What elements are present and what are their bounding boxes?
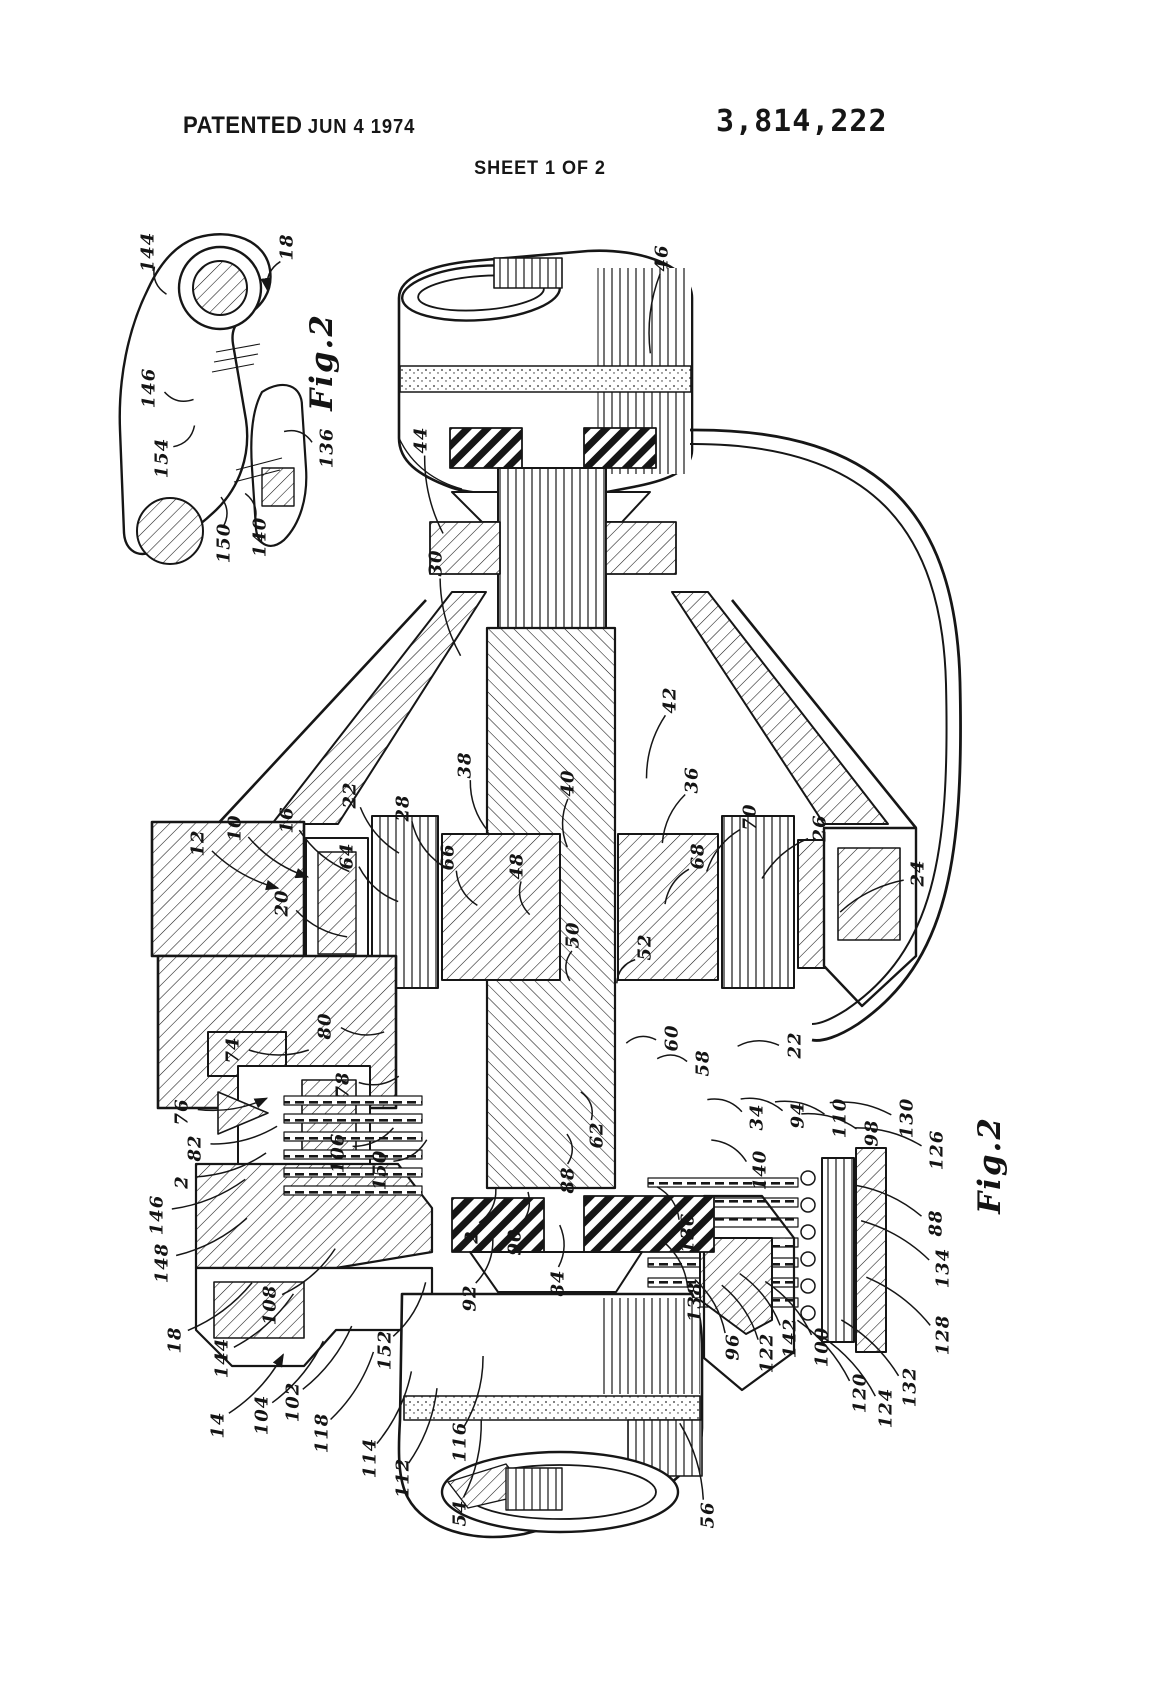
ref-numeral-14: 14: [208, 1411, 229, 1438]
ref-numeral-62: 62: [587, 1121, 608, 1148]
ref-numeral-140: 140: [750, 1150, 771, 1191]
ref-numeral-146: 146: [139, 368, 160, 409]
ref-numeral-52: 52: [635, 933, 656, 960]
ref-numeral-146: 146: [147, 1195, 168, 1236]
ref-numeral-12: 12: [188, 829, 209, 856]
ref-numeral-150: 150: [214, 523, 235, 564]
ref-numeral-138: 138: [685, 1282, 706, 1323]
ref-numeral-98: 98: [862, 1119, 883, 1146]
ref-numeral-30: 30: [426, 549, 447, 576]
figure-label-2: Fig.2: [972, 1116, 1008, 1214]
ref-numeral-124: 124: [876, 1388, 897, 1429]
ref-numeral-106: 106: [328, 1133, 349, 1174]
ref-numeral-104: 104: [252, 1395, 273, 1436]
ref-numeral-114: 114: [360, 1438, 381, 1479]
figure-label-1: Fig.2: [304, 313, 340, 411]
ref-numeral-34: 34: [747, 1103, 768, 1130]
ref-numeral-122: 122: [757, 1333, 778, 1374]
ref-numeral-134: 134: [933, 1248, 954, 1289]
ref-numeral-22: 22: [340, 781, 361, 808]
ref-numeral-64: 64: [337, 842, 358, 869]
ref-numeral-136: 136: [678, 1213, 699, 1254]
ref-numeral-58: 58: [693, 1049, 714, 1076]
ref-numeral-88: 88: [558, 1166, 579, 1193]
ref-numeral-102: 102: [283, 1382, 304, 1423]
ref-numeral-132: 132: [900, 1367, 921, 1408]
ref-numeral-50: 50: [563, 921, 584, 948]
ref-numeral-26: 26: [810, 814, 831, 841]
ref-numeral-46: 46: [652, 244, 673, 271]
ref-numeral-94: 94: [788, 1101, 809, 1128]
ref-numeral-42: 42: [660, 686, 681, 713]
ref-numeral-76: 76: [172, 1098, 193, 1125]
ref-numeral-120: 120: [850, 1373, 871, 1414]
ref-numeral-36: 36: [682, 766, 703, 793]
ref-numeral-22: 22: [785, 1031, 806, 1058]
ref-numeral-66: 66: [438, 843, 459, 870]
ref-numeral-82: 82: [185, 1134, 206, 1161]
ref-numeral-88: 88: [926, 1209, 947, 1236]
ref-numeral-20: 20: [272, 889, 293, 916]
ref-numeral-18: 18: [277, 233, 298, 260]
ref-numeral-2: 2: [462, 1230, 483, 1244]
ref-numeral-144: 144: [138, 232, 159, 273]
ref-numeral-54: 54: [450, 1499, 471, 1526]
ref-numeral-48: 48: [507, 852, 528, 879]
ref-numeral-16: 16: [277, 806, 298, 833]
ref-numeral-80: 80: [315, 1012, 336, 1039]
ref-numeral-38: 38: [455, 751, 476, 778]
ref-numeral-152: 152: [375, 1330, 396, 1371]
ref-numeral-118: 118: [312, 1413, 333, 1454]
ref-numeral-154: 154: [152, 438, 173, 479]
ref-numeral-112: 112: [393, 1458, 414, 1499]
ref-numeral-96: 96: [723, 1333, 744, 1360]
ref-numeral-74: 74: [223, 1036, 244, 1063]
ref-numeral-78: 78: [333, 1071, 354, 1098]
ref-numeral-68: 68: [688, 842, 709, 869]
ref-numeral-44: 44: [411, 426, 432, 453]
ref-numeral-148: 148: [152, 1243, 173, 1284]
ref-numeral-24: 24: [908, 859, 929, 886]
ref-numeral-116: 116: [450, 1422, 471, 1463]
ref-numeral-18: 18: [165, 1326, 186, 1353]
ref-numeral-92: 92: [460, 1284, 481, 1311]
ref-numeral-100: 100: [812, 1327, 833, 1368]
ref-numeral-128: 128: [933, 1315, 954, 1356]
ref-numeral-130: 130: [897, 1098, 918, 1139]
ref-numeral-2: 2: [172, 1175, 193, 1189]
ref-numeral-90: 90: [505, 1228, 526, 1255]
ref-numeral-56: 56: [698, 1501, 719, 1528]
ref-numeral-40: 40: [558, 769, 579, 796]
ref-numeral-60: 60: [662, 1024, 683, 1051]
ref-numeral-108: 108: [260, 1285, 281, 1326]
ref-numeral-136: 136: [317, 428, 338, 469]
ref-numeral-84: 84: [548, 1269, 569, 1296]
ref-numeral-144: 144: [212, 1338, 233, 1379]
ref-numeral-70: 70: [740, 803, 761, 830]
ref-numeral-126: 126: [927, 1130, 948, 1171]
ref-numeral-142: 142: [780, 1318, 801, 1359]
ref-numeral-28: 28: [393, 794, 414, 821]
ref-numeral-140: 140: [250, 517, 271, 558]
ref-numeral-110: 110: [830, 1098, 851, 1139]
ref-numeral-150: 150: [370, 1150, 391, 1191]
ref-numeral-10: 10: [225, 814, 246, 841]
